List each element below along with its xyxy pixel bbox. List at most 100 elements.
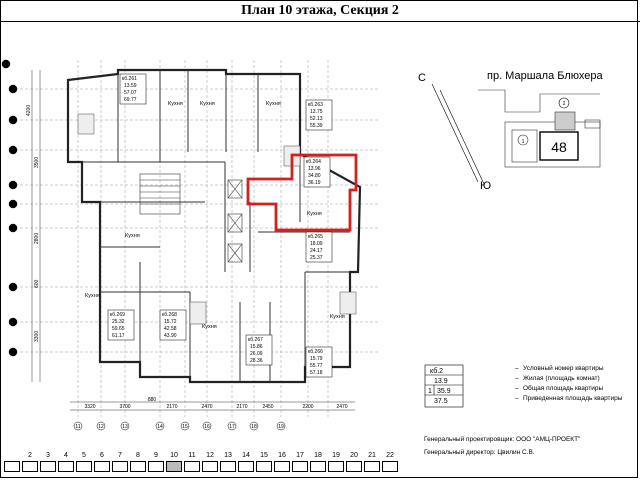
svg-text:59.65: 59.65 (112, 326, 125, 332)
dimension-label: 880 (148, 397, 157, 403)
dimension-label: 2800 (34, 233, 40, 244)
svg-text:42.58: 42.58 (164, 326, 177, 332)
bottom-dimensions: 3320 3700 880 2170 2470 2170 2450 2200 2… (84, 397, 347, 410)
dimension-label: 2200 (302, 404, 313, 410)
bottom-dimension-line (70, 401, 355, 411)
svg-text:15.79: 15.79 (310, 356, 323, 362)
stairwell (139, 173, 243, 263)
floor-number: 12 (206, 452, 214, 459)
svg-text:55.77: 55.77 (310, 363, 323, 369)
dimension-label: 2170 (166, 404, 177, 410)
room-label: Кухня (168, 101, 183, 107)
floor-cell[interactable] (274, 461, 290, 472)
room-label: Кухня (85, 293, 100, 299)
svg-text:28.36: 28.36 (250, 358, 263, 364)
floor-cell[interactable] (328, 461, 344, 472)
legend-sample: кб.2 13.9 1 35.9 37.5 (428, 367, 451, 405)
floor-cell[interactable] (202, 461, 218, 472)
floor-cell[interactable] (256, 461, 272, 472)
dimension-label: 2170 (236, 404, 247, 410)
grid-letter: Е (11, 183, 15, 189)
grid-letters: 5 И З Ж Е Д Г В Б А (5, 62, 16, 356)
floor-number: 4 (64, 452, 68, 459)
dimension-label: 3300 (34, 331, 40, 342)
street-name: пр. Маршала Блюхера (487, 70, 603, 82)
svg-text:61.17: 61.17 (112, 333, 125, 339)
left-dimensions: 4200 3500 2800 600 3300 (26, 105, 40, 342)
grid-number: 12 (98, 424, 104, 430)
floor-cell[interactable] (310, 461, 326, 472)
floor-number: 14 (242, 452, 250, 459)
grid-number: 16 (204, 424, 210, 430)
dimension-label: 2470 (336, 404, 347, 410)
grid-letter: Б (11, 320, 15, 326)
svg-text:43.90: 43.90 (164, 333, 177, 339)
grid-letter: Г (12, 226, 15, 232)
floor-cell[interactable] (238, 461, 254, 472)
svg-text:кб.268: кб.268 (162, 312, 177, 318)
dimension-label: 4200 (26, 105, 32, 116)
page-title: План 10 этажа, Секция 2 (241, 3, 399, 18)
floor-cell[interactable] (148, 461, 164, 472)
floor-cell[interactable] (94, 461, 110, 472)
floor-plan: Кухня Кухня Кухня Кухня Кухня Кухня Кухн… (1, 59, 601, 431)
compass-line (439, 89, 485, 185)
grid-number: 14 (157, 424, 163, 430)
legend-item: –Условный номер квартиры (515, 365, 604, 372)
floor-cell[interactable] (346, 461, 362, 472)
floor-number: 2 (28, 452, 32, 459)
floor-number: 13 (224, 452, 232, 459)
grid-number: 18 (251, 424, 257, 430)
floor-number: 5 (82, 452, 86, 459)
section-label: 1 (522, 139, 525, 145)
svg-text:кб.269: кб.269 (110, 312, 125, 318)
dimension-label: 3700 (119, 404, 130, 410)
room-label: Кухня (307, 211, 322, 217)
floor-cell[interactable] (292, 461, 308, 472)
floor-number: 17 (296, 452, 304, 459)
floor-cell[interactable] (58, 461, 74, 472)
floor-cell[interactable] (76, 461, 92, 472)
floor-cell[interactable] (382, 461, 398, 472)
floor-cell[interactable] (22, 461, 38, 472)
floor-cell[interactable] (130, 461, 146, 472)
floor-cell-current[interactable] (166, 461, 182, 472)
floor-number: 15 (260, 452, 268, 459)
highlighted-apartment[interactable] (246, 153, 358, 232)
svg-text:52.13: 52.13 (310, 116, 323, 122)
floor-cell[interactable] (112, 461, 128, 472)
svg-text:26.09: 26.09 (250, 351, 263, 357)
grid-letter: И (11, 87, 15, 93)
svg-text:55.39: 55.39 (310, 123, 323, 129)
building-number: 48 (551, 139, 567, 155)
floor-number: 21 (368, 452, 376, 459)
floor-cell[interactable] (364, 461, 380, 472)
floor-cell[interactable] (40, 461, 56, 472)
credit-line: Генеральный директор: Цвилин С.В. (424, 449, 535, 456)
credits: Генеральный проектировщик: ООО "АМЦ-ПРОЕ… (424, 433, 580, 459)
floor-cell[interactable] (220, 461, 236, 472)
legend-code: кб.2 (430, 367, 443, 375)
compass-line (431, 83, 479, 183)
floor-cell[interactable] (4, 461, 20, 472)
svg-text:кб.261: кб.261 (122, 76, 137, 82)
floor-number: 7 (118, 452, 122, 459)
grid-letter-markers (1, 59, 18, 357)
svg-text:69.77: 69.77 (124, 97, 137, 103)
dimension-label: 3320 (84, 404, 95, 410)
svg-text:25.37: 25.37 (310, 255, 323, 261)
floor-cell[interactable] (184, 461, 200, 472)
floor-number: 3 (46, 452, 50, 459)
grid-letter: Д (11, 202, 15, 208)
left-dimension-line (31, 70, 41, 382)
